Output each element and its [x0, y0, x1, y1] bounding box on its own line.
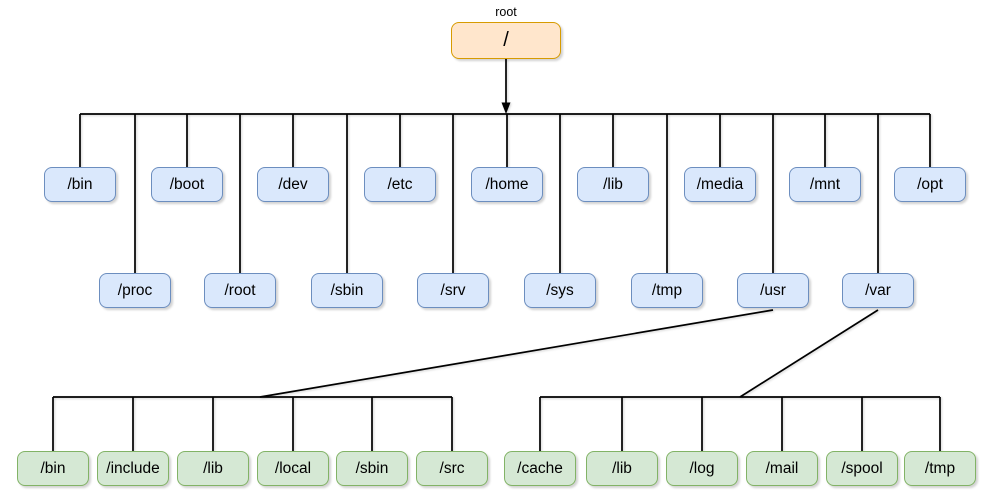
- node-var-cache: /cache: [504, 451, 576, 486]
- node-lib: /lib: [577, 167, 649, 202]
- node-root: /: [451, 22, 561, 59]
- node-bin: /bin: [44, 167, 116, 202]
- node-tmp: /tmp: [631, 273, 703, 308]
- usr-branch-line: [259, 309, 774, 398]
- node-var-spool: /spool: [826, 451, 898, 486]
- node-home: /home: [471, 167, 543, 202]
- node-srv: /srv: [417, 273, 489, 308]
- node-media: /media: [684, 167, 756, 202]
- row2-drop-lines: [134, 114, 879, 273]
- node-usr-bin: /bin: [17, 451, 89, 486]
- node-dev: /dev: [257, 167, 329, 202]
- row1-drop-lines: [79, 114, 931, 167]
- var-branch-line: [739, 309, 879, 398]
- node-usr-local: /local: [257, 451, 329, 486]
- node-opt: /opt: [894, 167, 966, 202]
- node-usr-sbin: /sbin: [336, 451, 408, 486]
- node-var-mail: /mail: [746, 451, 818, 486]
- node-var: /var: [842, 273, 914, 308]
- node-usr-include: /include: [97, 451, 169, 486]
- node-sys: /sys: [524, 273, 596, 308]
- root-caption: root: [495, 5, 517, 19]
- node-var-tmp: /tmp: [904, 451, 976, 486]
- node-var-lib: /lib: [586, 451, 658, 486]
- node-usr: /usr: [737, 273, 809, 308]
- node-etc: /etc: [364, 167, 436, 202]
- node-usr-src: /src: [416, 451, 488, 486]
- node-mnt: /mnt: [789, 167, 861, 202]
- root-arrowhead-icon: [501, 102, 511, 114]
- node-usr-lib: /lib: [177, 451, 249, 486]
- node-proc: /proc: [99, 273, 171, 308]
- var-drop-lines: [539, 397, 941, 451]
- node-sbin: /sbin: [311, 273, 383, 308]
- usr-drop-lines: [52, 397, 453, 451]
- node-var-log: /log: [666, 451, 738, 486]
- node-boot: /boot: [151, 167, 223, 202]
- node-rootdir: /root: [204, 273, 276, 308]
